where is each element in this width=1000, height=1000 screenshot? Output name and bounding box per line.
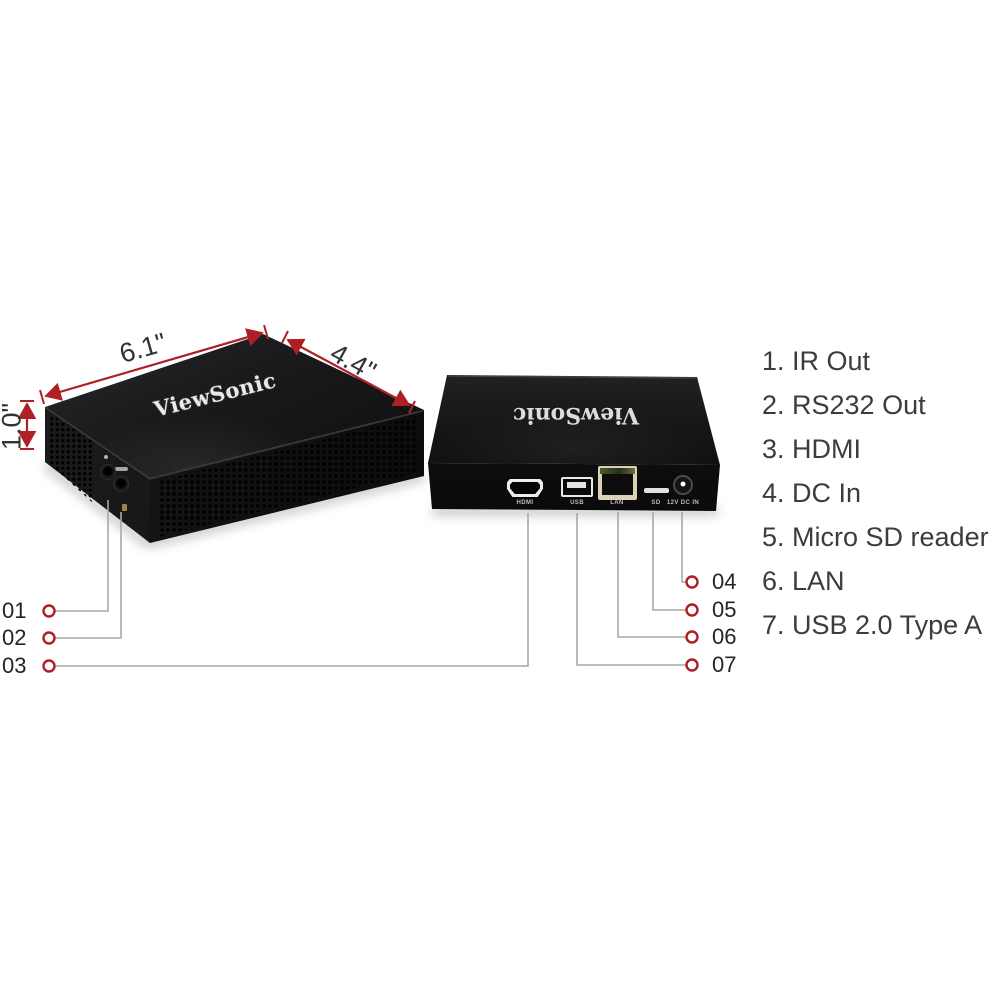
callout-circle-06 <box>685 630 699 644</box>
viewsonic-logo: ViewSonic <box>151 367 279 422</box>
gold-contact <box>122 504 127 511</box>
callout-line-07-usb <box>576 513 686 666</box>
legend-item-usb: 7. USB 2.0 Type A <box>762 610 983 640</box>
callout-number-01: 01 <box>2 598 27 623</box>
device-top-face: ViewSonic <box>428 375 720 465</box>
callout-circle-03 <box>42 659 56 673</box>
legend-item-micro-sd-reader: 5. Micro SD reader <box>762 522 989 552</box>
callout-line-05-micro-sd <box>652 512 686 611</box>
usb-port-tongue <box>567 482 586 488</box>
callout-circle-02 <box>42 631 56 645</box>
callout-number-07: 07 <box>712 652 737 677</box>
dc-in-pin <box>680 481 686 487</box>
device-shadow <box>432 506 718 516</box>
callout-number-06: 06 <box>712 624 737 649</box>
legend-item-lan: 6. LAN <box>762 566 845 596</box>
lan-port-leds <box>600 468 635 474</box>
callout-number-03: 03 <box>2 653 27 678</box>
callout-circle-07 <box>685 658 699 672</box>
callout-circle-05 <box>685 603 699 617</box>
callout-number-02: 02 <box>2 625 27 650</box>
legend-item-rs232-out: 2. RS232 Out <box>762 390 926 420</box>
ir-out-jack <box>100 464 116 480</box>
dc-port-label: 12V DC IN <box>666 500 700 506</box>
lan-port-label: LAN <box>610 500 624 506</box>
hdmi-port <box>507 479 543 497</box>
dc-in-jack <box>673 475 693 495</box>
viewsonic-logo-upside-down: ViewSonic <box>512 402 640 428</box>
callout-number-05: 05 <box>712 597 737 622</box>
usb-port <box>561 477 593 497</box>
lan-port-inner <box>602 474 633 495</box>
callout-number-04: 04 <box>712 569 737 594</box>
micro-sd-slot <box>644 488 669 493</box>
rs232-out-label-mark <box>115 467 128 471</box>
legend-item-ir-out: 1. IR Out <box>762 346 871 376</box>
media-player-rear-view: ViewSonic HDMI USB LAN SD 12V DC IN <box>425 368 725 516</box>
hdmi-port-label: HDMI <box>516 500 534 506</box>
sd-port-label: SD <box>651 500 661 506</box>
callout-circle-01 <box>42 604 56 618</box>
callout-circle-04 <box>685 575 699 589</box>
legend-item-hdmi: 3. HDMI <box>762 434 862 464</box>
dimension-label-height: 1.0" <box>0 402 27 451</box>
usb-port-label: USB <box>570 500 584 506</box>
hdmi-port-inner <box>510 482 540 494</box>
ir-out-label-mark <box>104 455 108 459</box>
port-legend: 1. IR Out 2. RS232 Out 3. HDMI 4. DC In … <box>762 347 989 640</box>
legend-item-dc-in: 4. DC In <box>762 478 862 508</box>
lan-port <box>598 466 637 500</box>
callout-line-06-lan <box>617 512 686 638</box>
callout-line-04-dc-in <box>681 512 686 583</box>
rs232-out-jack <box>113 476 129 492</box>
